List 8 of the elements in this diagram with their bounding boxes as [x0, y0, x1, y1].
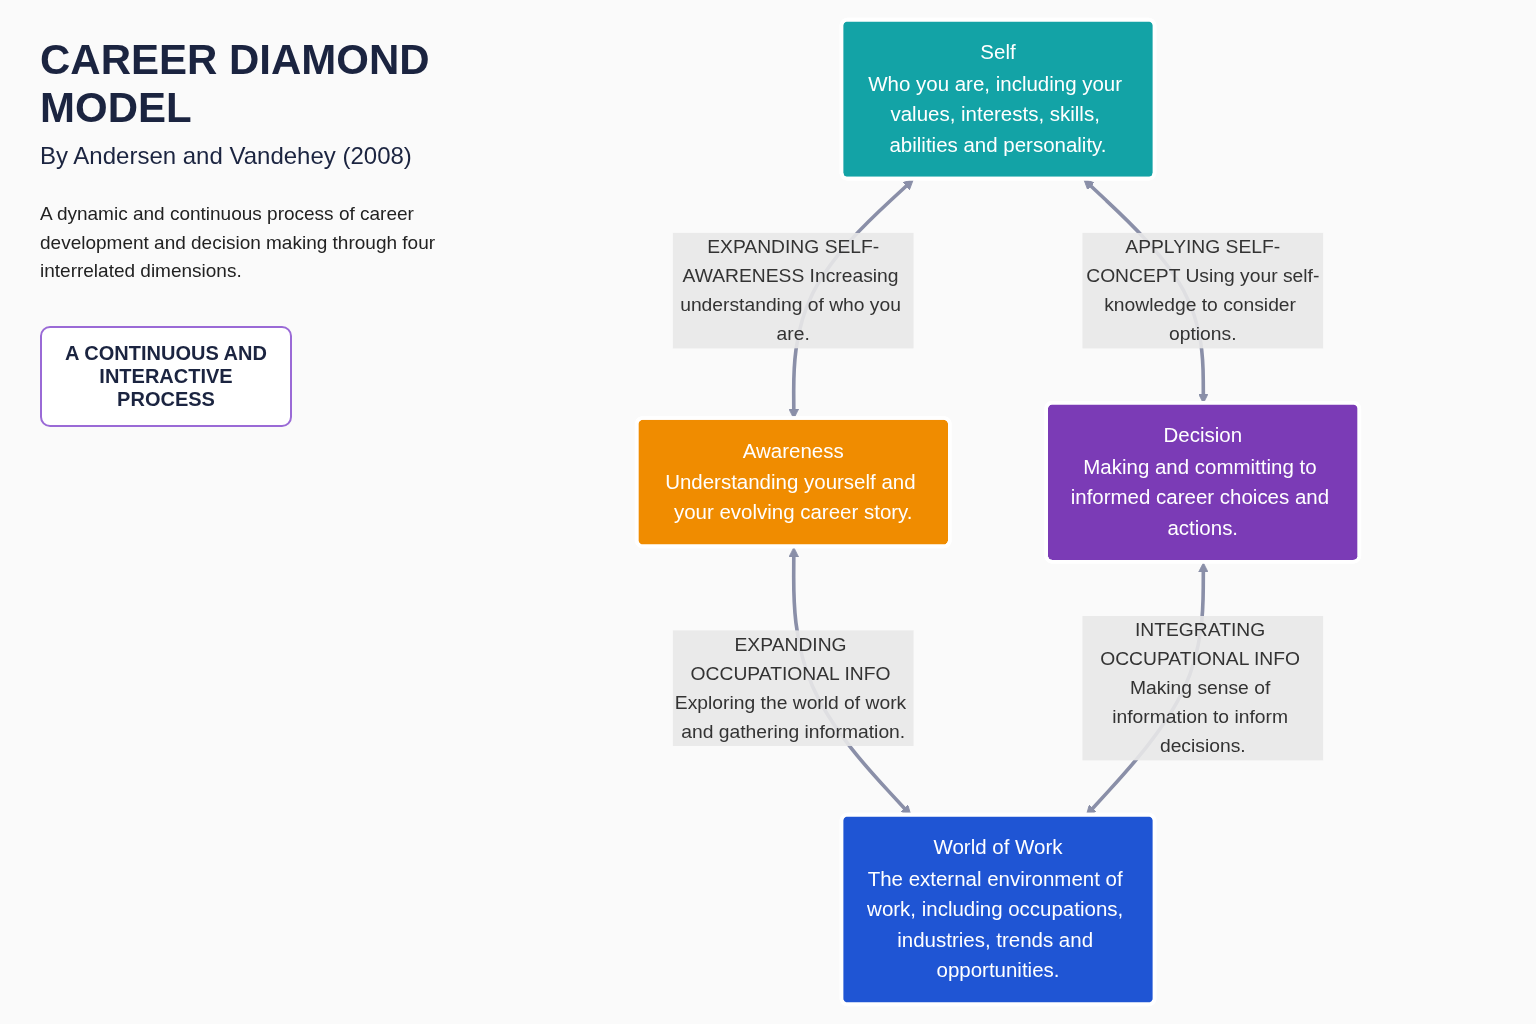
center-note: A CONTINUOUS AND INTERACTIVE PROCESS: [40, 325, 292, 427]
edge-label: EXPANDING SELF-AWARENESS Increasing understanding of who you are.: [680, 236, 901, 344]
edge-label: INTEGRATING OCCUPATIONAL INFO Making sense of information to inform decisions.: [1100, 619, 1301, 756]
edge-label: APPLYING SELF-CONCEPT Using your self-knowledge to consider options.: [1086, 236, 1320, 344]
subtitle: By Andersen and Vandehey (2008): [40, 142, 413, 170]
description: A dynamic and continuous process of career development and decision making through four interrelated dimensions.: [40, 202, 437, 283]
edge-label: EXPANDING OCCUPATIONAL INFO Exploring the world of work and gathering information.: [674, 633, 907, 742]
title: CAREER DIAMOND MODEL: [40, 36, 431, 132]
